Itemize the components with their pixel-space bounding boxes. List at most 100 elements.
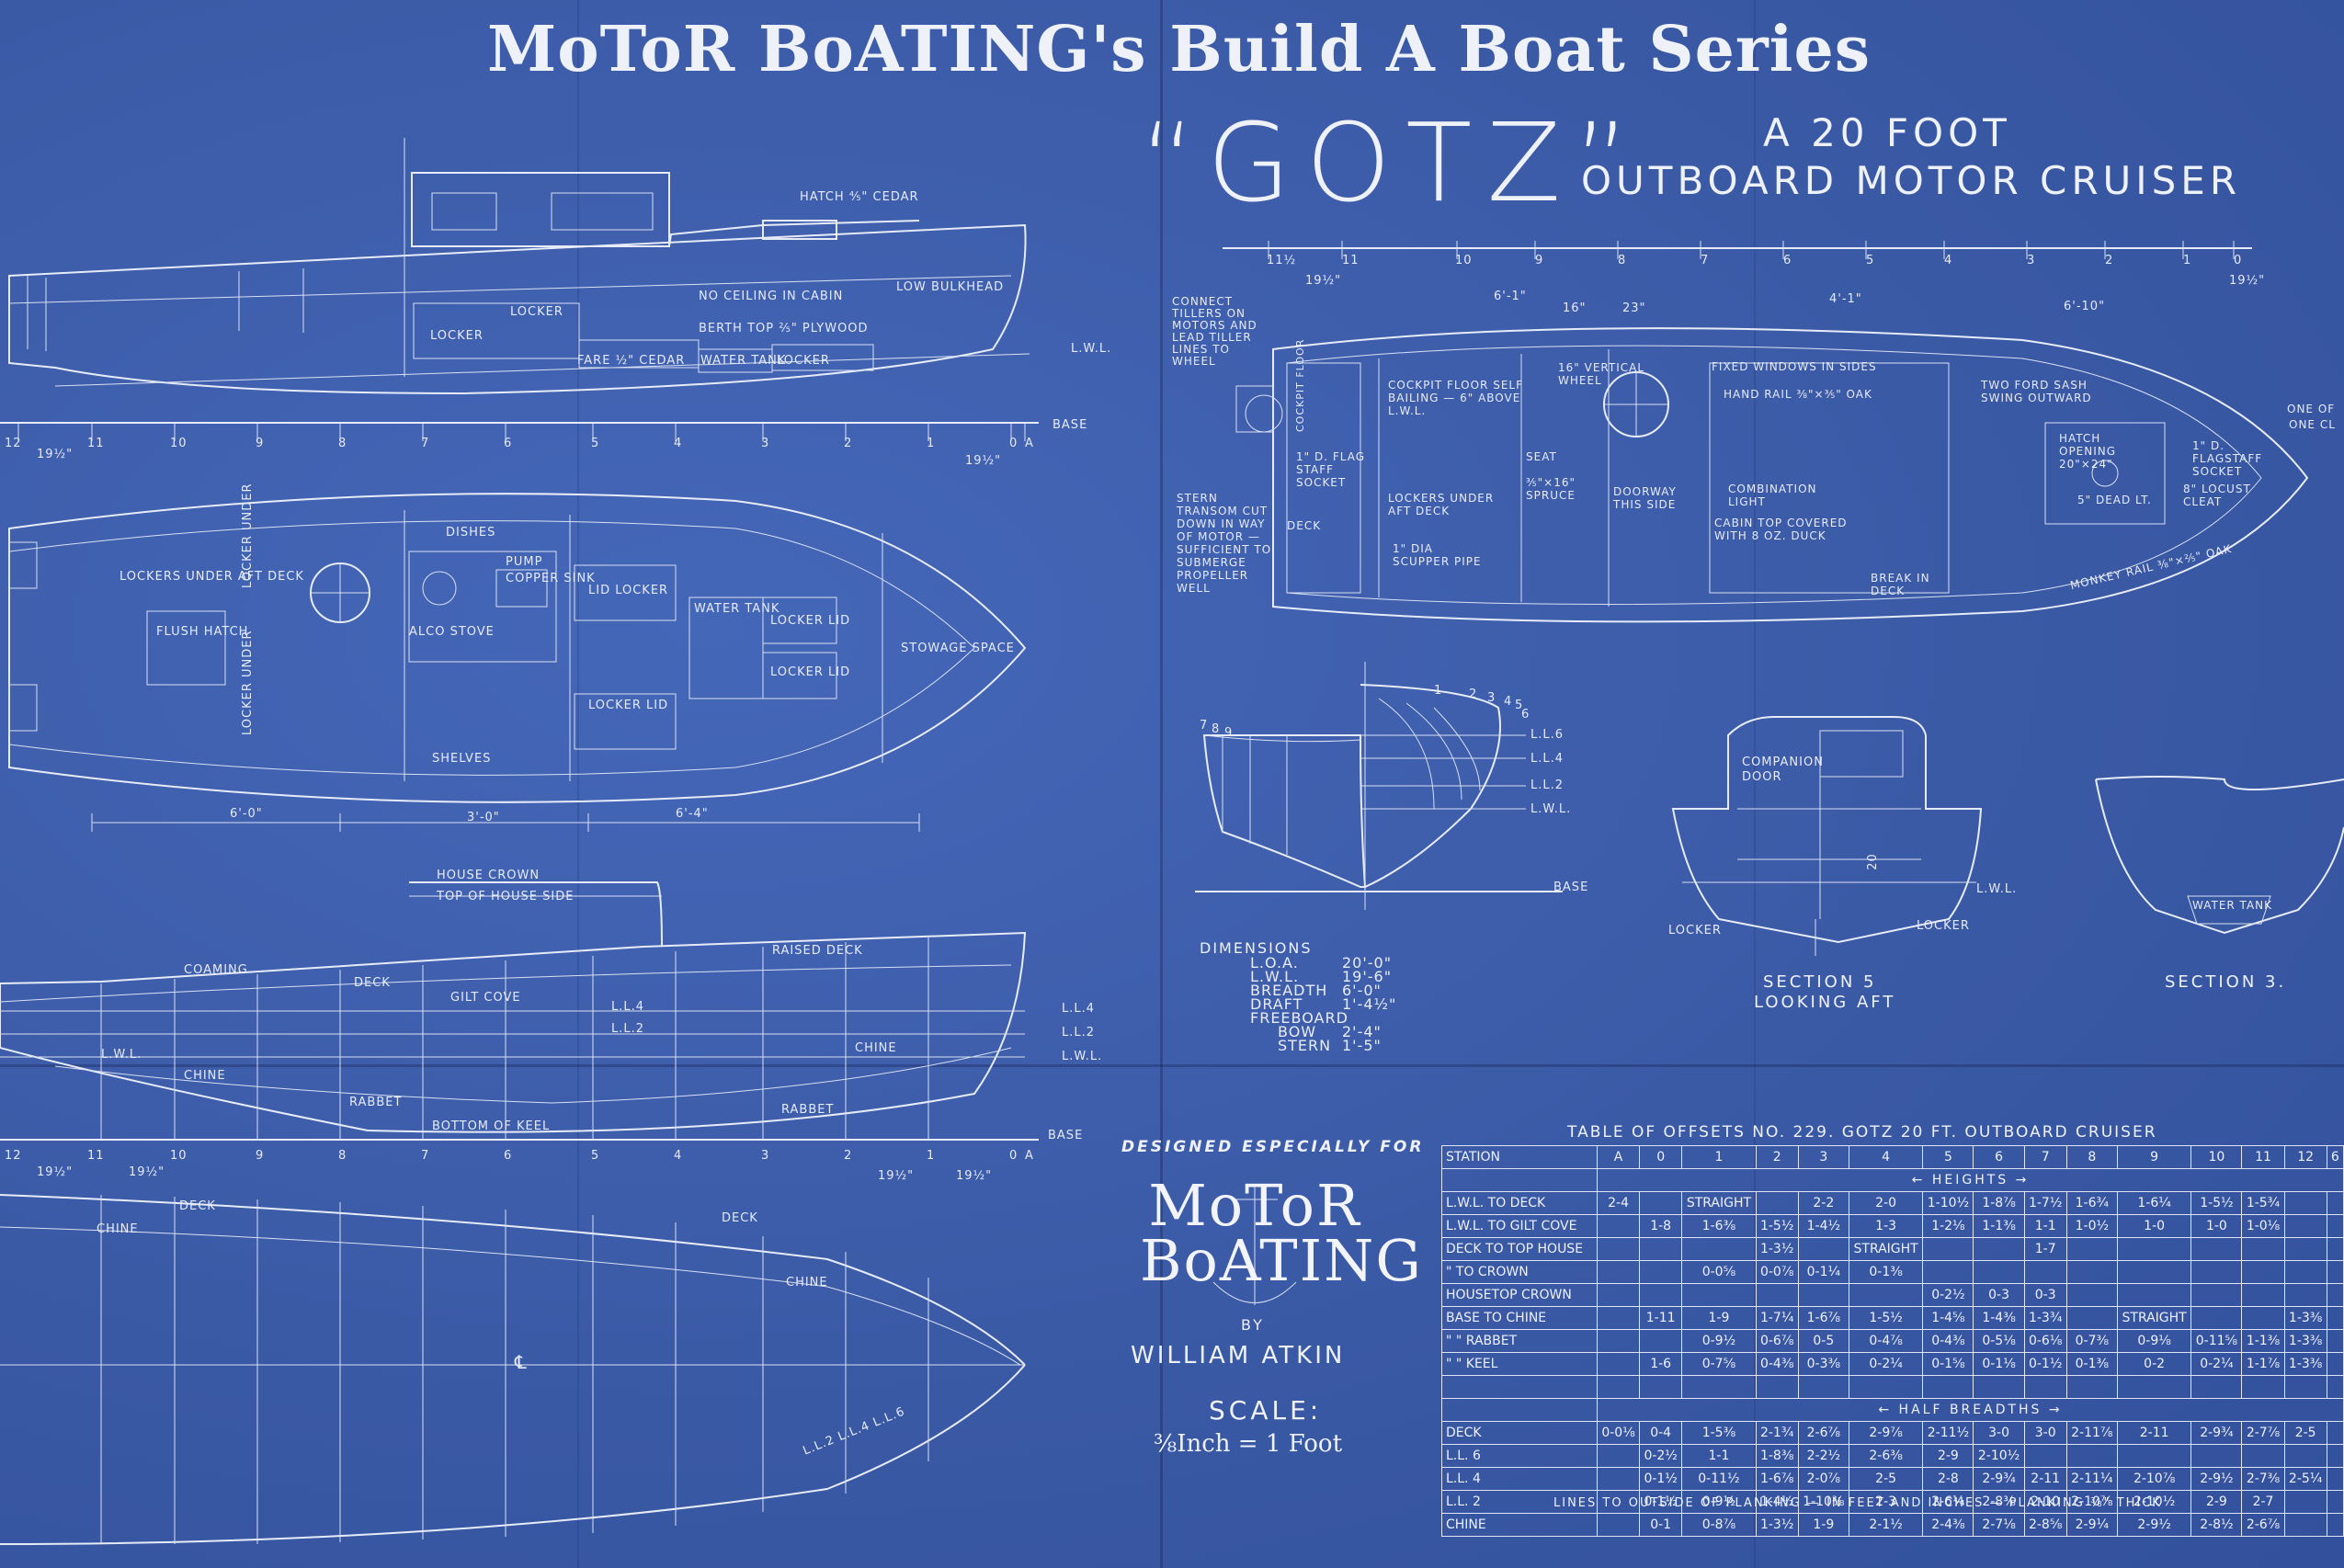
table-cell: 1-6⅞ [1797,1306,1849,1330]
station-5-b: 5 [591,1149,600,1163]
station-12: 12 [5,437,22,450]
fold-crease-vertical-3 [1754,0,1756,1568]
table-cell [1922,1237,1974,1261]
table-cell: 1-7¼ [1755,1306,1799,1330]
table-cell: " " KEEL [1441,1352,1598,1376]
table-cell: 0-4⅞ [1848,1329,1924,1353]
label-base-lines: BASE [1048,1129,1084,1142]
label-locker-2: LOCKER [510,305,563,319]
table-cell [2241,1375,2285,1399]
table-cell [1973,1237,2025,1261]
table-cell [1596,1214,1641,1238]
table-cell [1596,1237,1641,1261]
body-station-3: 3 [1487,691,1496,705]
table-cell: 1-5½ [1848,1306,1924,1330]
table-cell: 6 [2326,1145,2344,1169]
station-0-b: 0 [1009,1149,1018,1163]
table-cell [2023,1260,2067,1284]
label-water-tank: WATER TANK [700,354,787,368]
half-breadth-drawing [0,1194,1026,1545]
fold-crease-vertical-2 [577,0,579,1568]
body-station-2: 2 [1469,687,1478,701]
station-2-b: 2 [844,1149,853,1163]
station-spacing-3: 19½" [37,1165,74,1179]
table-cell: 11 [2241,1145,2285,1169]
dimension-3: 6'-4" [676,807,709,821]
label-copper-sink: COPPER SINK [506,572,596,585]
table-cell: 1-3 [1848,1214,1924,1238]
body-station-5: 5 [1515,699,1524,712]
body-station-8: 8 [1212,722,1221,736]
table-cell: 1-5½ [2190,1191,2243,1215]
fold-crease-vertical [1160,0,1163,1568]
table-cell [2326,1421,2344,1445]
station-9: 9 [256,437,265,450]
table-cell: 7 [2023,1145,2067,1169]
table-cell: 2-7⅞ [2241,1421,2285,1445]
profile-drawing [0,138,1039,441]
table-cell: 0-2 [2116,1352,2192,1376]
table-cell [2283,1490,2327,1514]
station-0: 0 [1009,437,1018,450]
subtitle-length: A 20 FOOT [1763,110,2011,155]
table-cell: L.W.L. TO DECK [1441,1191,1598,1215]
table-cell [1639,1329,1683,1353]
table-cell: A [1596,1145,1641,1169]
table-cell: 6 [1973,1145,2025,1169]
table-cell: 0-1⅛ [1973,1352,2025,1376]
boat-name: “GOTZ” [1140,99,1645,226]
table-cell [1797,1237,1849,1261]
label-deck: DECK [354,976,391,990]
label-lockers-aft: LOCKERS UNDER AFT DECK [119,570,304,584]
table-cell [1639,1237,1683,1261]
label-flag-staff-aft: 1" D. FLAG STAFF SOCKET [1296,450,1365,489]
table-cell [1973,1375,2025,1399]
table-cell [1639,1283,1683,1307]
table-cell: 0-9½ [1681,1329,1757,1353]
deck-dim-1: 19½" [1305,274,1342,288]
table-cell: 0-2½ [1922,1283,1974,1307]
label-ll4: L.L.4 [611,1000,645,1014]
label-combination: COMBINATION LIGHT [1728,483,1817,508]
dimensions-heading: DIMENSIONS [1200,939,1313,957]
logo-anchor [1212,1186,1297,1305]
table-cell: STRAIGHT [1848,1237,1924,1261]
deck-top-station-9: 9 [1535,254,1544,267]
label-locker-under-1: LOCKER UNDER [241,483,255,589]
table-cell: 0-1 [1639,1513,1683,1537]
table-cell: 1-0½ [2065,1214,2118,1238]
body-lwl: L.W.L. [1530,802,1572,816]
body-station-1: 1 [1434,684,1443,698]
label-water-tank-plan: WATER TANK [694,602,780,616]
table-cell: 2-8⅜ [1973,1490,2025,1514]
label-wheel: 16" VERTICAL WHEEL [1558,361,1645,387]
table-cell: 8 [2065,1145,2118,1169]
station-7: 7 [421,437,430,450]
table-cell: 2-10⅞ [2065,1490,2118,1514]
table-cell: 0-1⅜ [2065,1352,2118,1376]
table-cell: 2-5 [2283,1421,2327,1445]
station-spacing-5: 19½" [878,1169,915,1183]
label-section-5: SECTION 5 [1763,972,1877,992]
table-cell: 2-4⅜ [1922,1513,1974,1537]
table-cell: 2-4 [1596,1191,1641,1215]
table-cell: 1-0 [2190,1214,2243,1238]
label-hb-deck: DECK [179,1199,216,1213]
deck-dim-6: 6'-10" [2064,300,2106,313]
table-cell [1848,1375,1924,1399]
label-berth: BERTH TOP ⅖" PLYWOOD [699,322,869,335]
table-cell [1596,1467,1641,1491]
table-cell [2326,1490,2344,1514]
table-cell [2023,1375,2067,1399]
label-one-of: ONE OF [2287,403,2336,415]
table-cell: 2-11¼ [2065,1467,2118,1491]
table-cell [2241,1444,2285,1468]
table-cell: 2-10½ [2116,1490,2192,1514]
table-cell: 2-8⅝ [2023,1513,2067,1537]
deck-dim-2: 6'-1" [1494,290,1527,303]
